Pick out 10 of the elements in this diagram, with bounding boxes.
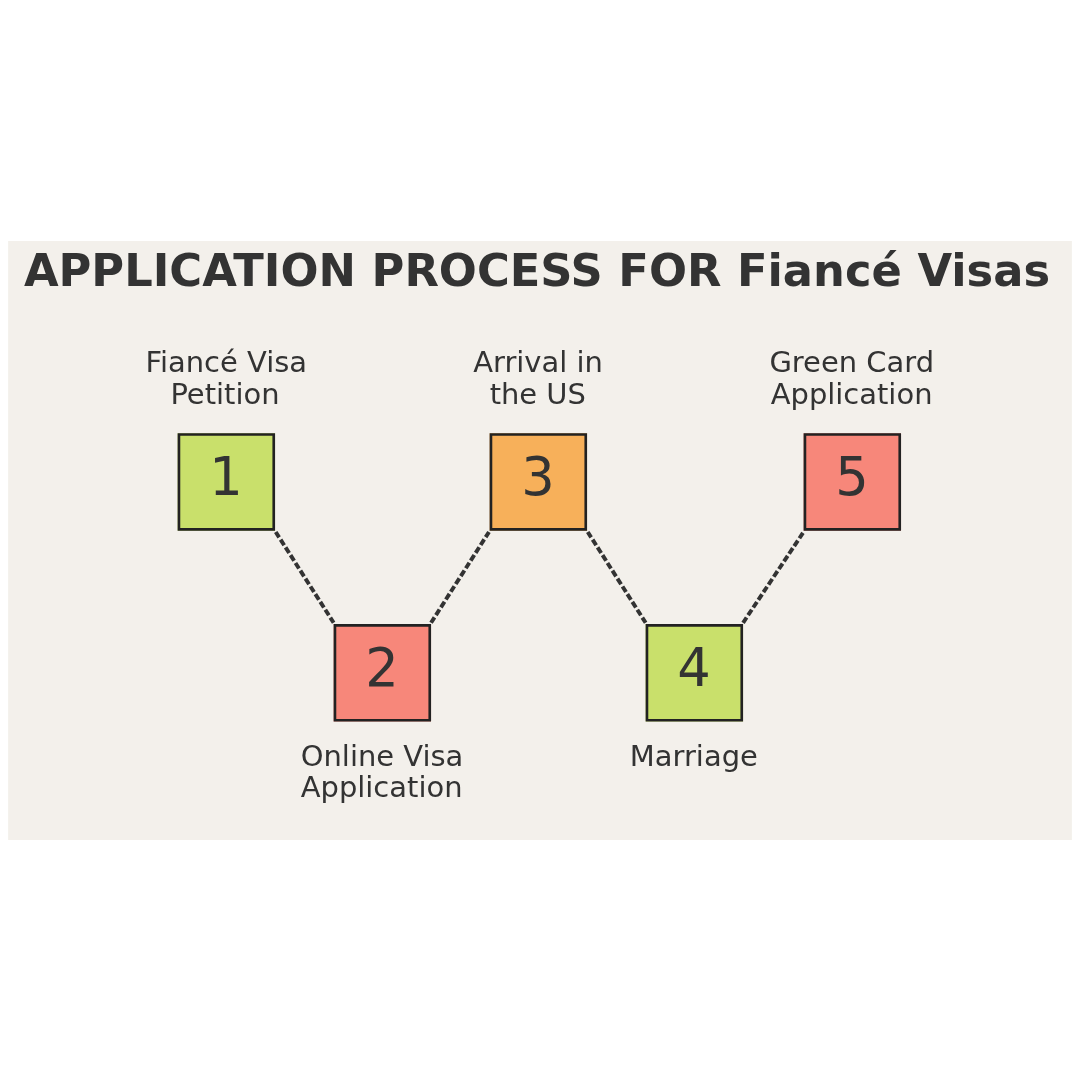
connector (274, 530, 336, 624)
connector (586, 530, 648, 624)
node-label: Fiancé Visa Petition (145, 344, 308, 411)
node-label: Green Card Application (769, 344, 935, 411)
node-label: Marriage (629, 738, 758, 773)
node-label: Online Visa Application (300, 738, 464, 804)
diagram-title: APPLICATION PROCESS FOR Fiancé Visas (23, 243, 1051, 297)
node-label: Arrival in the US (473, 344, 603, 411)
connector (741, 530, 806, 624)
connector (429, 530, 491, 624)
